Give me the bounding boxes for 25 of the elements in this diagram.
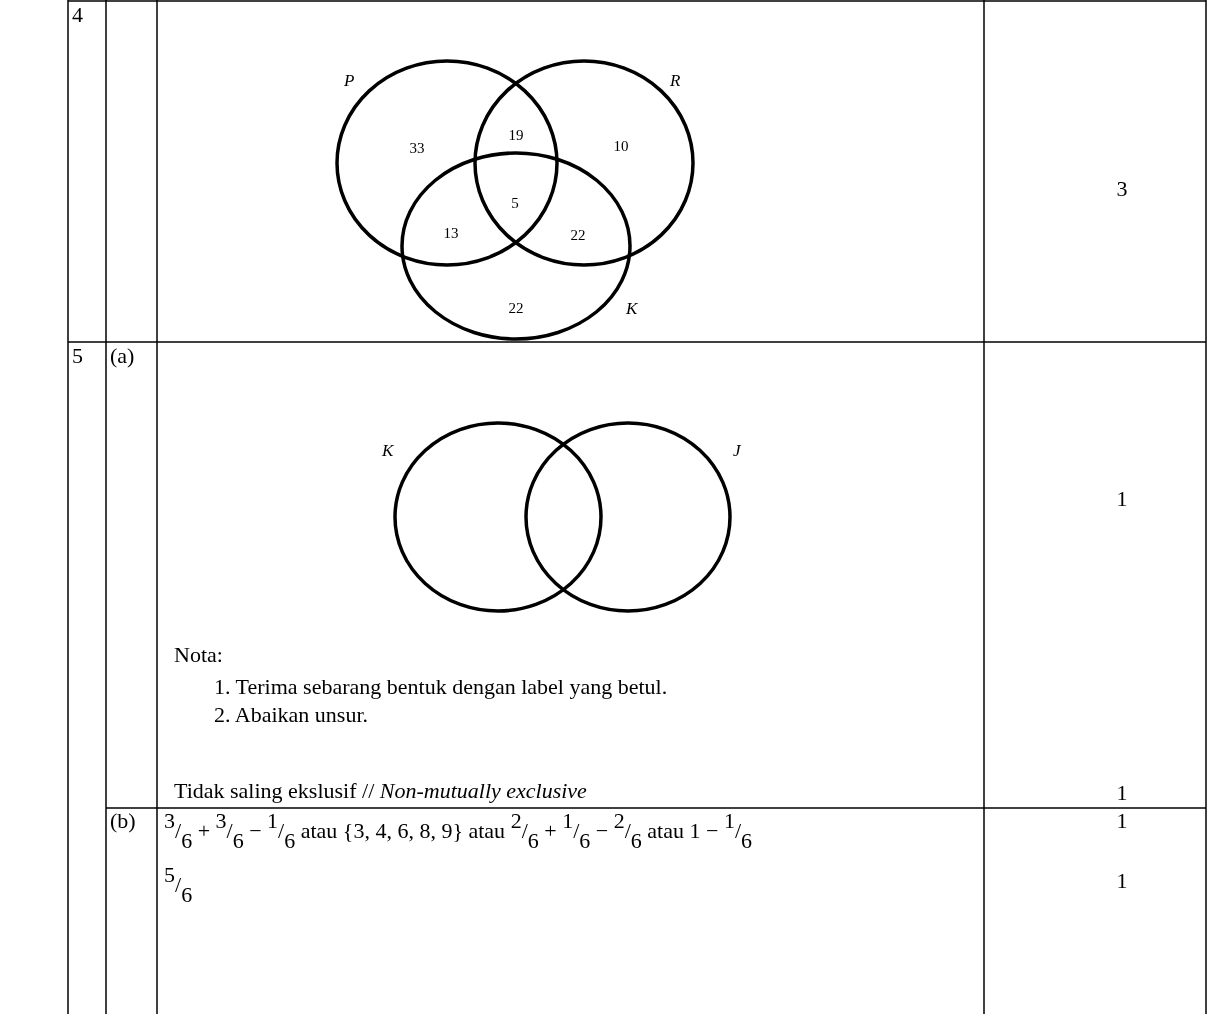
note-item: 2. Abaikan unsur. — [214, 702, 368, 728]
region-count: 13 — [443, 225, 459, 243]
set-name: R — [670, 72, 681, 89]
region-count: 22 — [570, 227, 586, 245]
region-count: 19 — [508, 127, 524, 145]
answer-text: Tidak saling ekslusif // Non-mutually exclusive — [174, 778, 587, 804]
region-count: 22 — [508, 300, 524, 318]
set-name: P — [344, 72, 355, 89]
mark-value: 1 — [1116, 486, 1128, 512]
region-count: 5 — [511, 195, 519, 213]
set-name: J — [733, 442, 741, 459]
region-count: 33 — [409, 140, 425, 158]
note-heading: Nota: — [174, 642, 223, 668]
mark-value: 3 — [1116, 176, 1128, 202]
set-name: K — [626, 300, 638, 317]
mark-value: 1 — [1116, 868, 1128, 894]
part-label: (a) — [110, 343, 135, 369]
set-name: K — [382, 442, 394, 459]
question-number: 4 — [72, 2, 83, 28]
note-item: 1. Terima sebarang bentuk dengan label yang betul. — [214, 674, 668, 700]
part-label: (b) — [110, 808, 136, 834]
mark-value: 1 — [1116, 780, 1128, 806]
region-count: 10 — [613, 138, 629, 156]
question-number: 5 — [72, 343, 83, 369]
mark-value: 1 — [1116, 808, 1128, 834]
